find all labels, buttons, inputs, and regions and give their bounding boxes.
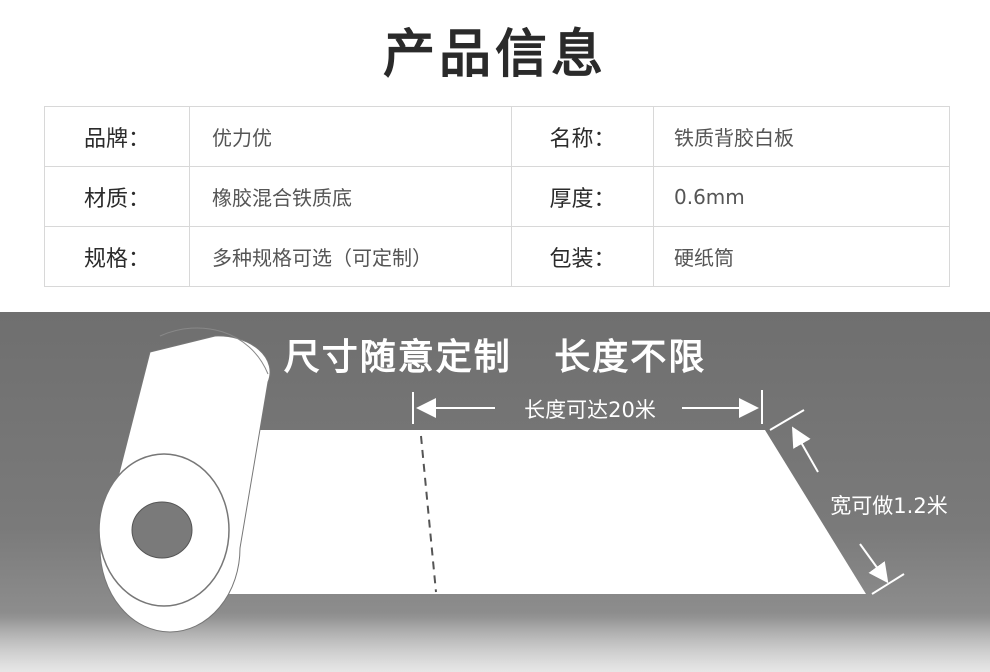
roll-illustration (0, 327, 990, 672)
headline-length-unlimited: 长度不限 (554, 337, 707, 378)
name-value: 铁质背胶白板 (653, 106, 950, 167)
table-row: 品牌： 优力优 名称： 铁质背胶白板 (44, 106, 950, 167)
packaging-value: 硬纸筒 (653, 226, 950, 287)
thickness-value: 0.6mm (653, 166, 950, 227)
table-row: 材质： 橡胶混合铁质底 厚度： 0.6mm (44, 166, 950, 227)
brand-value: 优力优 (189, 106, 512, 167)
material-value: 橡胶混合铁质底 (189, 166, 512, 227)
width-arrow-bottom (859, 543, 889, 584)
spec-table: 品牌： 优力优 名称： 铁质背胶白板 材质： 橡胶混合铁质底 厚度： 0.6mm… (44, 106, 950, 287)
packaging-label: 包装： (511, 226, 654, 287)
headline-size-custom: 尺寸随意定制 (283, 337, 512, 378)
width-arrow-top (792, 426, 819, 473)
banner-headline: 尺寸随意定制 长度不限 (0, 328, 990, 380)
width-tick-top (769, 409, 805, 431)
page-title: 产品信息 (382, 25, 607, 85)
material-label: 材质： (44, 166, 190, 227)
whiteboard-sheet (168, 430, 866, 594)
brand-label: 品牌： (44, 106, 190, 167)
length-label: 长度可达20米 (524, 398, 656, 422)
product-banner: 尺寸随意定制 长度不限 长度可达20米 宽可做1.2米 (0, 312, 990, 672)
width-label: 宽可做1.2米 (830, 494, 948, 518)
roll-core (131, 501, 193, 559)
cut-line (420, 435, 437, 593)
thickness-label: 厚度： (511, 166, 654, 227)
name-label: 名称： (511, 106, 654, 167)
spec-value: 多种规格可选（可定制） (189, 226, 512, 287)
width-tick-bottom (871, 573, 905, 595)
table-row: 规格： 多种规格可选（可定制） 包装： 硬纸筒 (44, 226, 950, 287)
spec-label: 规格： (44, 226, 190, 287)
